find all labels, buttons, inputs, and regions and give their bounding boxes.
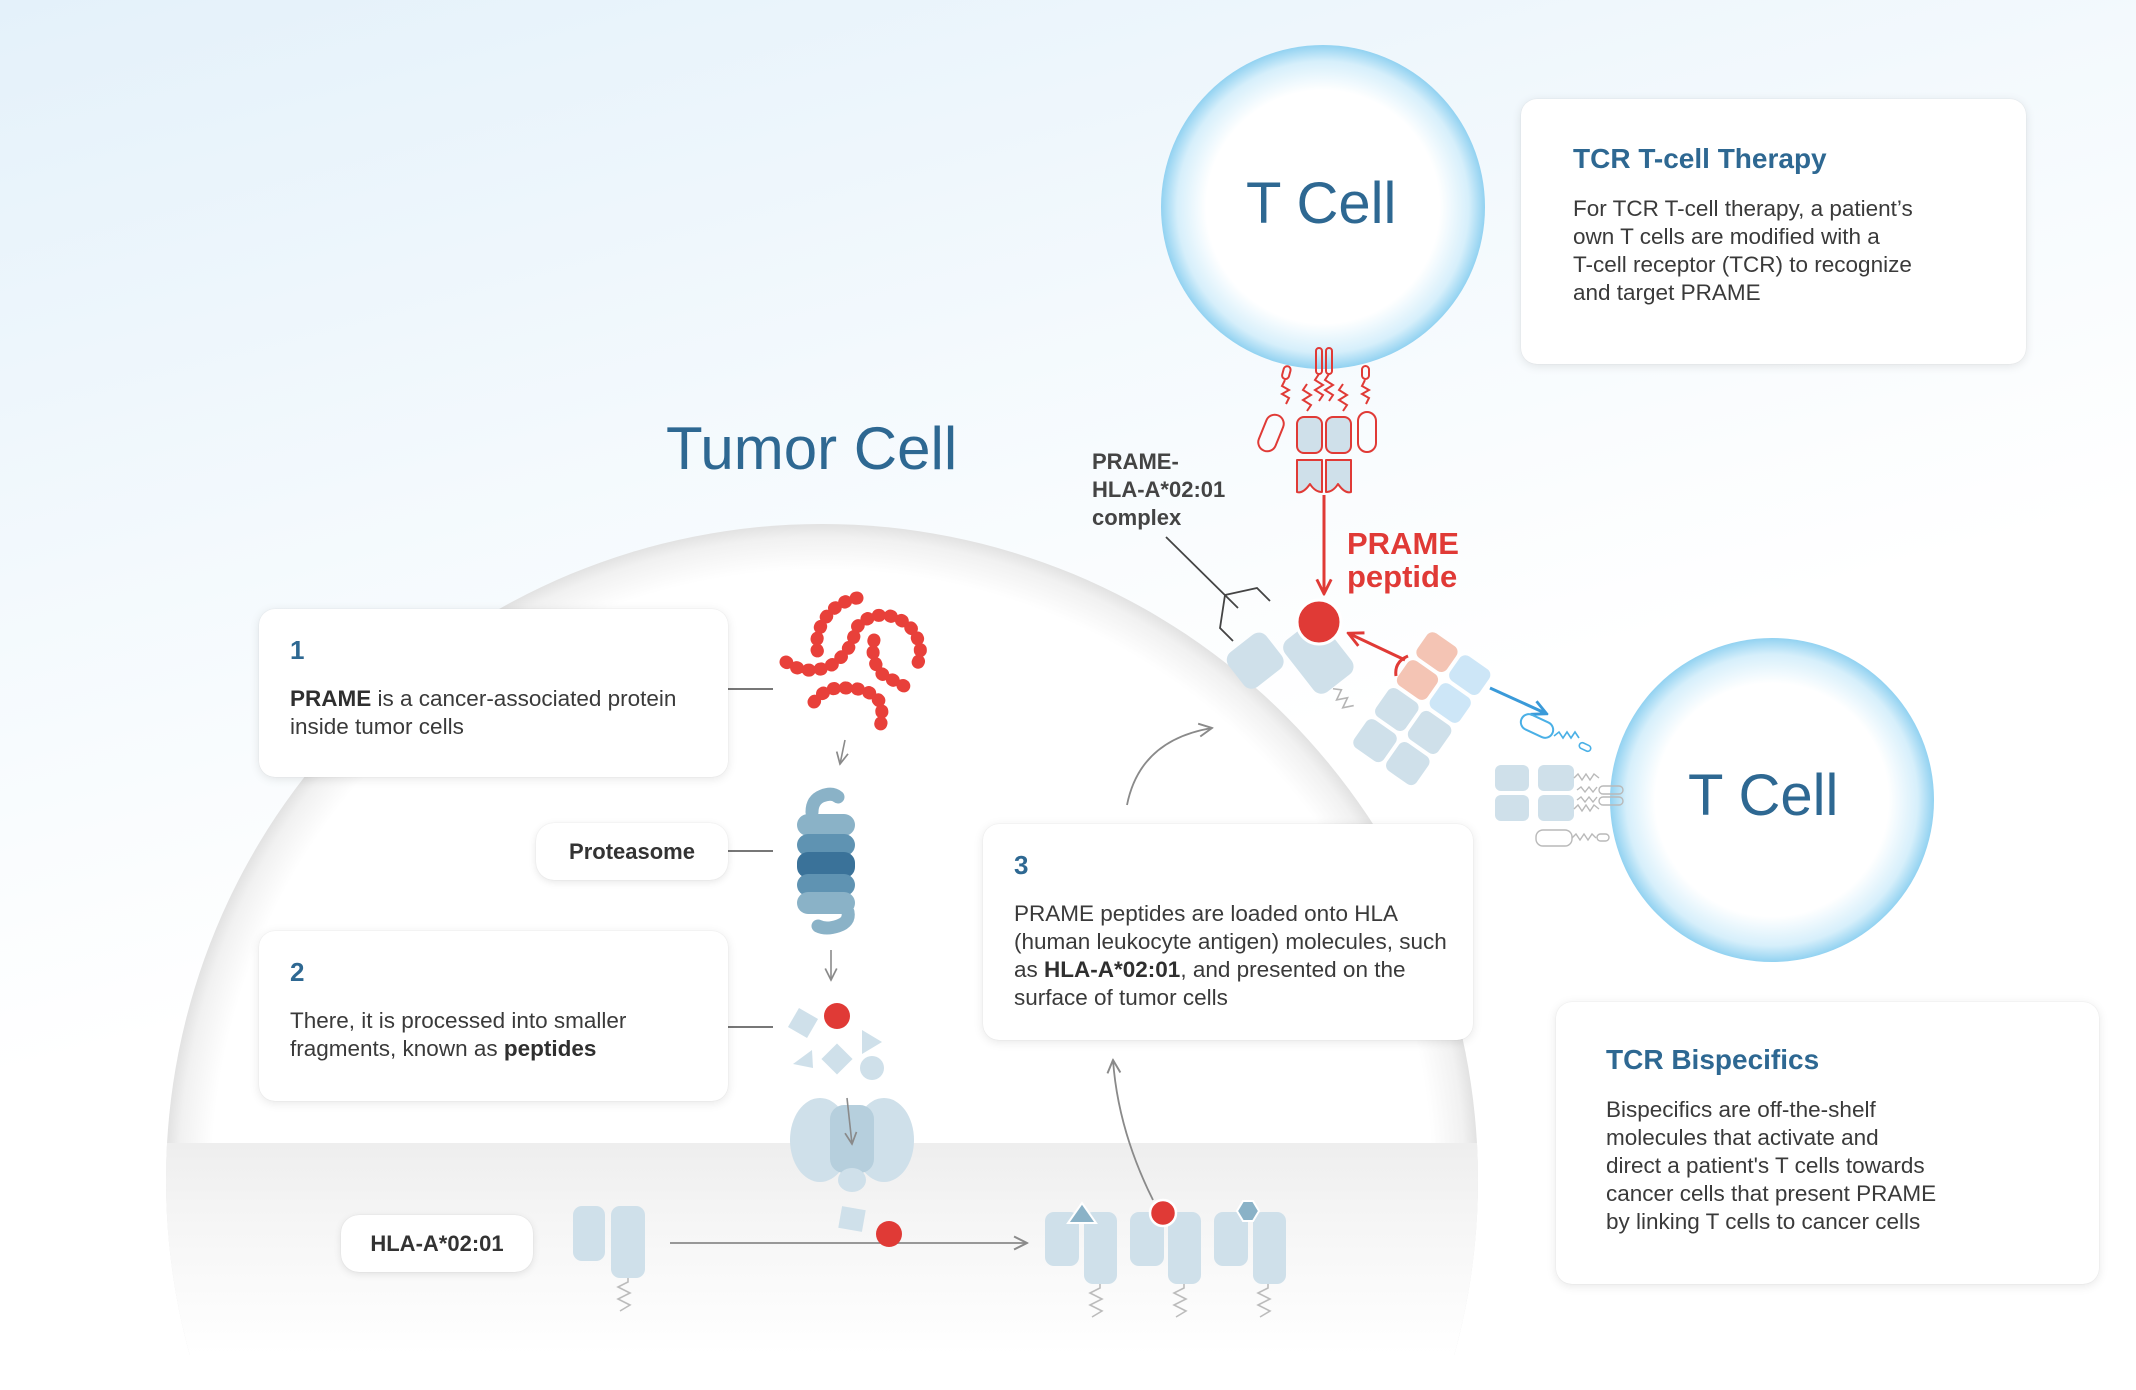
text-line: cancer cells that present PRAME [1606, 1181, 1937, 1206]
proteasome-label: Proteasome [536, 823, 728, 880]
empty-hla-molecule-icon [573, 1206, 645, 1312]
tcr-t-cell-therapy-card: TCR T-cell Therapy For TCR T-cell therap… [1521, 99, 2026, 364]
step-1-number: 1 [290, 635, 305, 665]
step-2-number: 2 [290, 957, 305, 987]
bispecific-peptide-arrow [1350, 634, 1406, 662]
tcr-t-cell-therapy-title: TCR T-cell Therapy [1573, 143, 1827, 174]
step-3-number: 3 [1014, 850, 1029, 880]
step-2-text-lead: There, it is processed into smaller frag… [290, 1008, 627, 1061]
surface-transport-arrow [1126, 728, 1212, 806]
er-fragment [838, 1206, 866, 1232]
step-1-card: 1 PRAME is a cancer-associated protein i… [259, 609, 728, 777]
t-cell-top [1161, 45, 1485, 369]
step-3-text-bold: HLA-A*02:01 [1044, 957, 1181, 982]
text-line: own T cells are modified with a [1573, 224, 1880, 249]
hla-peptide-complex [1226, 620, 1354, 709]
text-line: and target PRAME [1573, 280, 1761, 305]
tap-transporter-icon [790, 1098, 914, 1192]
tcr-bispecifics-title: TCR Bispecifics [1606, 1044, 1820, 1075]
step-1-text: PRAME is a cancer-associated protein ins… [290, 685, 710, 741]
step-3-text-lead: PRAME peptides are loaded onto HLA (huma… [1014, 901, 1447, 982]
tumor-cell-title: Tumor Cell [666, 415, 958, 482]
complex-label-line2: HLA-A*02:01 [1092, 477, 1226, 502]
cd3-receptor-icon [1495, 713, 1624, 847]
step-2-text-bold: peptides [503, 1036, 597, 1061]
t-cell-right [1610, 638, 1934, 962]
loaded-hla-molecules-icon [1045, 1198, 1286, 1318]
prame-peptide-dot [1295, 598, 1343, 646]
text-line: Bispecifics are off-the-shelf [1606, 1097, 1876, 1122]
complex-label-line3: complex [1092, 505, 1182, 530]
arrow-to-proteasome [840, 739, 845, 764]
complex-label: PRAME- HLA-A*02:01 complex [1092, 448, 1225, 532]
arrow-into-er [847, 1097, 852, 1144]
tcr-bispecifics-text: Bispecifics are off-the-shelf molecules … [1606, 1096, 1936, 1236]
loading-arrow [1113, 1060, 1154, 1201]
proteasome-icon [797, 787, 855, 935]
prame-peptide-label-line2: peptide [1347, 559, 1458, 594]
bispecific-tcell-arrow [1489, 686, 1545, 713]
er-peptide-dot [876, 1221, 902, 1247]
prame-peptide-label-line1: PRAME [1347, 526, 1459, 561]
tcr-bispecific-icon [1353, 632, 1491, 786]
complex-bracket [1165, 536, 1271, 642]
text-line: For TCR T-cell therapy, a patient’s [1573, 196, 1913, 221]
prame-protein-icon [779, 591, 927, 733]
step-1-text-bold: PRAME [290, 686, 372, 711]
text-line: T-cell receptor (TCR) to recognize [1573, 252, 1912, 277]
t-cell-right-label: T Cell [1688, 763, 1839, 828]
step-3-text: PRAME peptides are loaded onto HLA (huma… [1014, 900, 1464, 1012]
complex-label-line1: PRAME- [1092, 449, 1179, 474]
t-cell-top-label: T Cell [1246, 171, 1397, 236]
text-line: by linking T cells to cancer cells [1606, 1209, 1921, 1234]
step-3-card: 3 PRAME peptides are loaded onto HLA (hu… [983, 824, 1473, 1040]
hla-label: HLA-A*02:01 [341, 1215, 533, 1272]
step-3-text-rest: , and presented on the surface of tumor … [1014, 957, 1406, 1010]
step-2-text: There, it is processed into smaller frag… [290, 1007, 710, 1063]
tcr-bispecifics-card: TCR Bispecifics Bispecifics are off-the-… [1556, 1002, 2099, 1284]
text-line: direct a patient's T cells towards [1606, 1153, 1925, 1178]
tcr-receptor-icon [1257, 347, 1377, 494]
prame-peptide-label: PRAME peptide [1347, 527, 1459, 593]
step-2-card: 2 There, it is processed into smaller fr… [259, 931, 728, 1101]
text-line: molecules that activate and [1606, 1125, 1879, 1150]
step-1-text-rest: is a cancer-associated protein inside tu… [290, 686, 677, 739]
tcr-t-cell-therapy-text: For TCR T-cell therapy, a patient’s own … [1573, 195, 1913, 307]
